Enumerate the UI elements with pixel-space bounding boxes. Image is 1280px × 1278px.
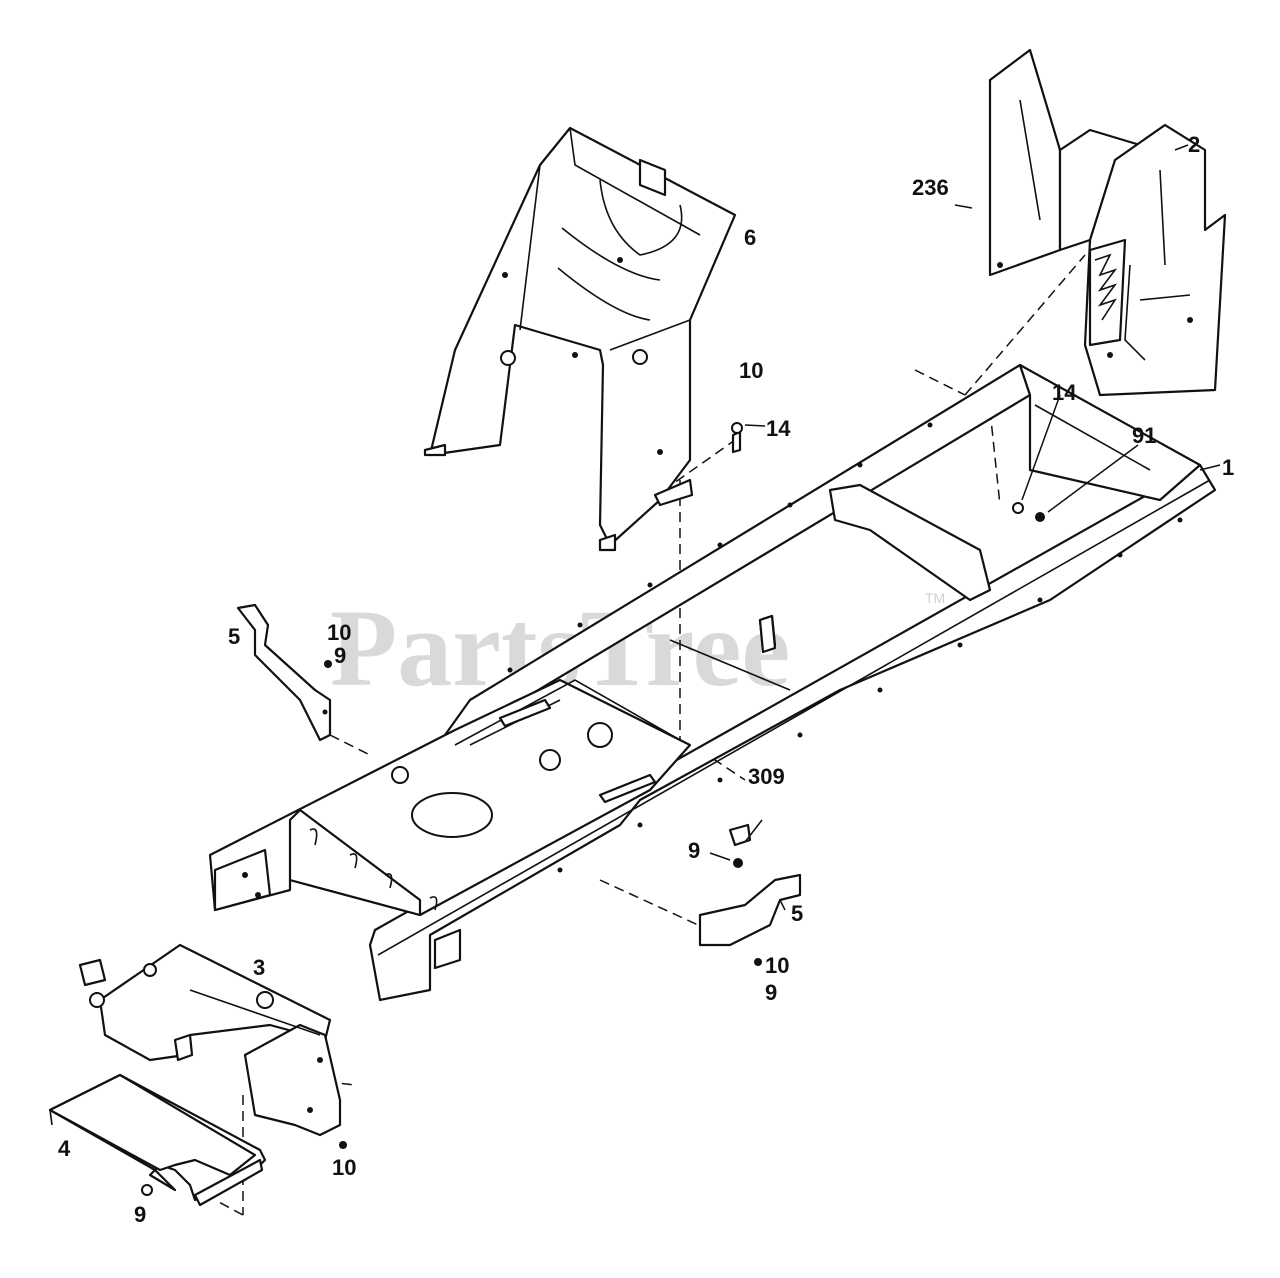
callout-6[interactable]: 6 (744, 225, 756, 250)
callout-9-right[interactable]: 9 (765, 980, 777, 1005)
washer-14b-icon (1012, 502, 1024, 514)
frame-holes (507, 422, 1183, 873)
nut-91-icon (1035, 512, 1045, 522)
nut-9-icon (733, 858, 743, 868)
bracket-part-5-left[interactable] (236, 603, 332, 742)
fasteners (141, 422, 1045, 1196)
bolt-10c-icon (754, 958, 762, 966)
callout-1[interactable]: 1 (1222, 455, 1234, 480)
callouts: 1 2 236 6 10 14 14 91 5 10 9 309 9 5 10 … (58, 132, 1234, 1227)
washer-14-icon (731, 422, 743, 434)
callout-3[interactable]: 3 (253, 955, 265, 980)
callout-9-mid[interactable]: 9 (688, 838, 700, 863)
callout-91[interactable]: 91 (1132, 423, 1156, 448)
axle-bracket-part-3[interactable] (78, 943, 342, 1137)
callout-14-seat[interactable]: 14 (766, 416, 791, 441)
callout-9-left[interactable]: 9 (334, 643, 346, 668)
callout-5-right[interactable]: 5 (791, 901, 803, 926)
callout-4[interactable]: 4 (58, 1136, 71, 1161)
bolt-10-icon (731, 430, 742, 454)
callout-236[interactable]: 236 (912, 175, 949, 200)
nut-9d-icon (141, 1184, 153, 1196)
bolt-236-icon (954, 204, 973, 209)
callout-10-left[interactable]: 10 (327, 620, 351, 645)
support-part-2[interactable] (988, 48, 1227, 397)
callout-10-right[interactable]: 10 (765, 953, 789, 978)
seat-support-part-6[interactable] (423, 126, 737, 552)
callout-309[interactable]: 309 (748, 764, 785, 789)
bolt-10d-icon (339, 1141, 347, 1149)
main-frame-part-1[interactable] (208, 363, 1217, 1002)
bolt-10b-icon (324, 660, 332, 668)
callout-5-left[interactable]: 5 (228, 624, 240, 649)
callout-10-axle[interactable]: 10 (332, 1155, 356, 1180)
callout-2[interactable]: 2 (1188, 132, 1200, 157)
callout-9-axle[interactable]: 9 (134, 1202, 146, 1227)
watermark-trademark: TM (925, 590, 945, 606)
clip-309-icon (728, 823, 752, 847)
callout-10-seat[interactable]: 10 (739, 358, 763, 383)
callout-14-frame[interactable]: 14 (1052, 380, 1077, 405)
bracket-part-5-right[interactable] (698, 873, 802, 947)
plate-part-4[interactable] (48, 1073, 267, 1207)
leader-lines (709, 144, 1221, 911)
